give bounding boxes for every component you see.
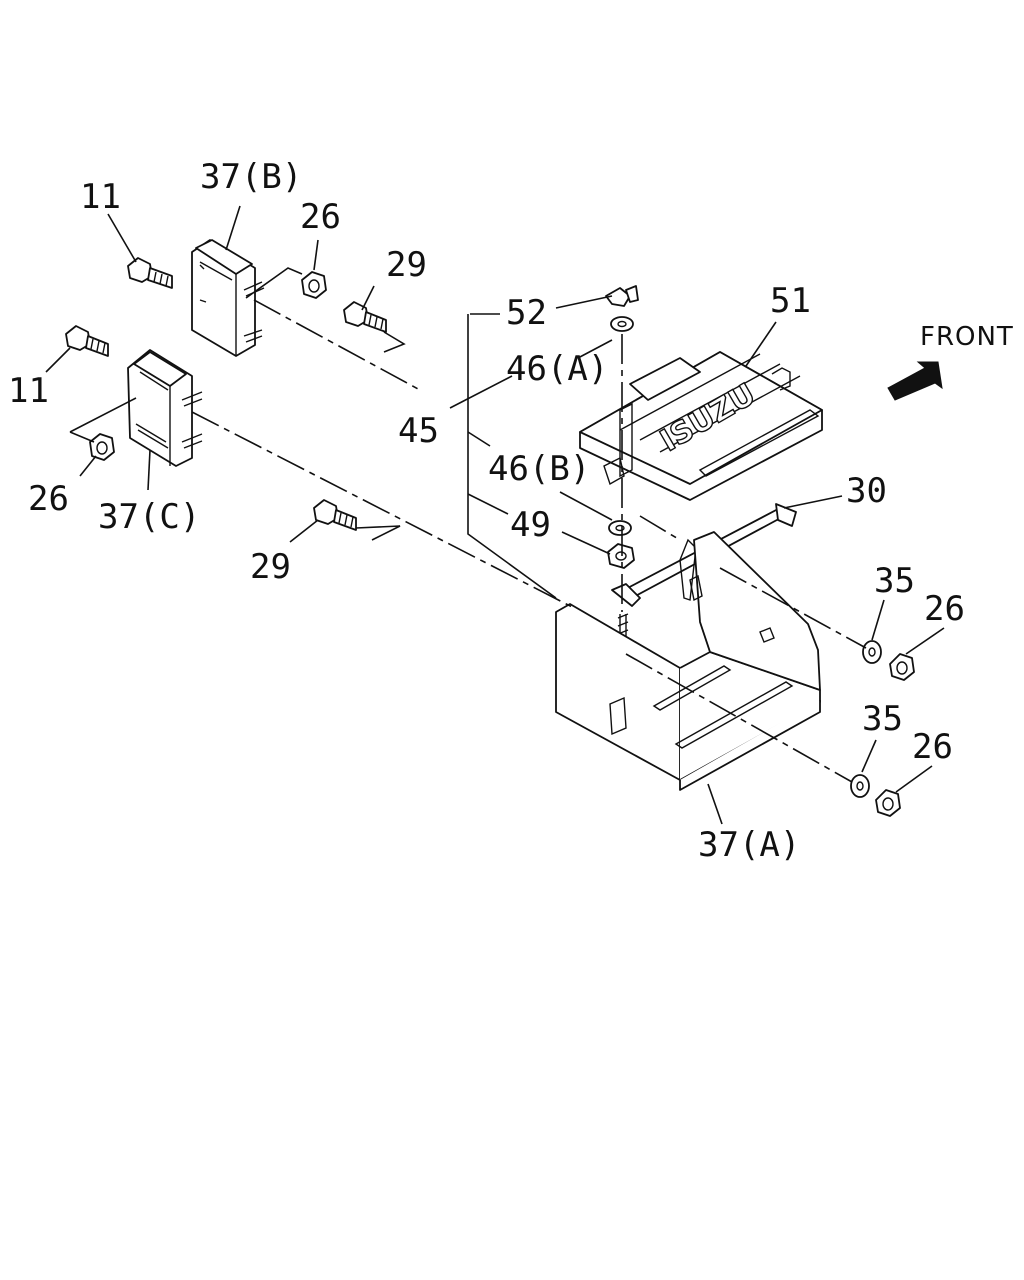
centerline-right-lower xyxy=(625,653,853,783)
callout-35-lower: 35 xyxy=(862,699,903,739)
bolt-29-upper xyxy=(343,301,387,333)
callout-26-upper: 26 xyxy=(300,197,341,237)
bolt-11-upper xyxy=(127,257,173,289)
centerline-cover xyxy=(639,515,681,541)
callout-26-right-lower: 26 xyxy=(912,727,953,767)
battery-cover-51: ISUZU xyxy=(579,351,823,501)
callout-45: 45 xyxy=(398,411,439,451)
callout-52: 52 xyxy=(506,293,547,333)
callout-29-upper: 29 xyxy=(386,245,427,285)
callout-46a: 46(A) xyxy=(506,349,608,389)
front-label: FRONT xyxy=(920,322,1014,352)
callout-51: 51 xyxy=(770,281,811,321)
group-connectors xyxy=(69,267,557,599)
callout-37c: 37(C) xyxy=(98,497,200,537)
nut-26-right-upper xyxy=(889,653,915,681)
washer-46b xyxy=(608,520,632,536)
wing-nut-52 xyxy=(605,285,639,307)
callout-35-upper: 35 xyxy=(874,561,915,601)
callout-37b: 37(B) xyxy=(200,157,302,197)
front-arrow-icon xyxy=(887,361,943,401)
bracket-37c xyxy=(127,349,203,467)
bracket-37b xyxy=(191,239,265,357)
callout-11-lower: 11 xyxy=(8,371,49,411)
nut-26-right-lower xyxy=(875,789,901,817)
callout-37a: 37(A) xyxy=(698,825,800,865)
nut-49 xyxy=(607,543,635,569)
callout-11-upper: 11 xyxy=(80,177,121,217)
centerline-right-upper xyxy=(719,567,867,649)
centerline-lower xyxy=(191,411,575,609)
callout-26-lower-left: 26 xyxy=(28,479,69,519)
nut-26-upper xyxy=(301,271,327,299)
callout-46b: 46(B) xyxy=(488,449,590,489)
centerline-upper xyxy=(253,299,421,391)
nut-26-lower-left xyxy=(89,433,115,461)
washer-35-upper xyxy=(862,640,882,664)
callout-49: 49 xyxy=(510,505,551,545)
battery-tray-37a xyxy=(555,531,821,791)
washer-35-lower xyxy=(850,774,870,798)
callout-26-right-upper: 26 xyxy=(924,589,965,629)
bolt-11-lower xyxy=(65,325,109,357)
callout-30: 30 xyxy=(846,471,887,511)
washer-46a xyxy=(610,316,634,332)
callout-29-lower: 29 xyxy=(250,547,291,587)
bolt-29-lower xyxy=(313,499,357,531)
leader-lines xyxy=(45,205,945,825)
